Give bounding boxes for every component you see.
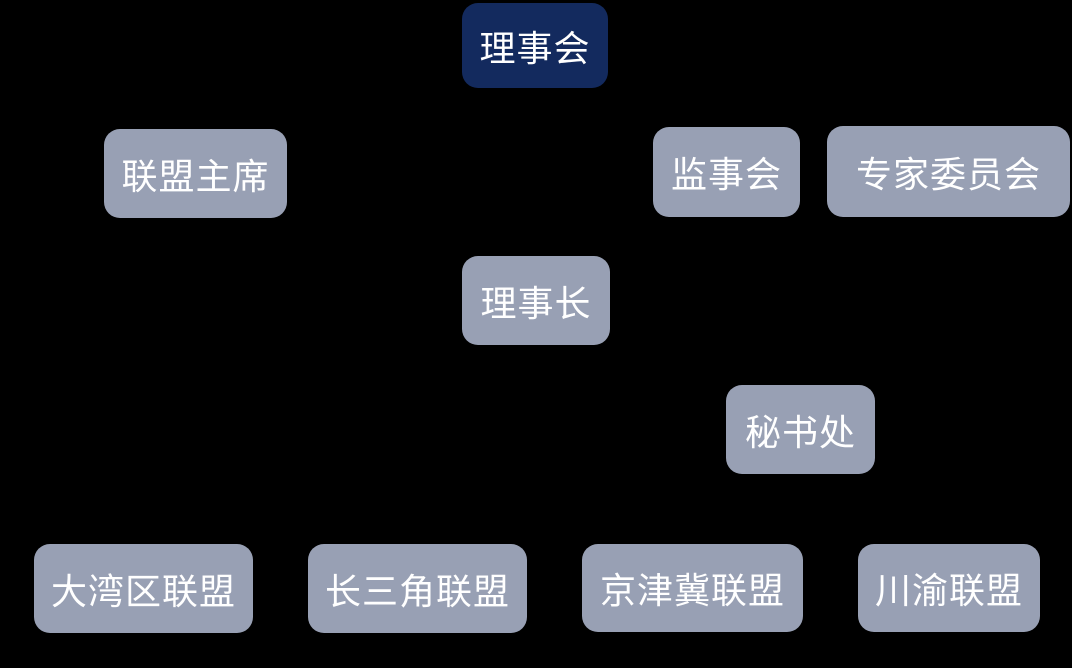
org-node-label: 理事会	[479, 27, 591, 69]
org-node-alliance-chairman: 联盟主席	[104, 129, 287, 218]
org-node-supervisory-board: 监事会	[653, 127, 800, 217]
org-node-board: 理事会	[462, 3, 608, 88]
org-node-greater-bay-area-alliance: 大湾区联盟	[34, 544, 253, 633]
org-node-label: 理事长	[480, 282, 592, 324]
org-node-beijing-tianjin-hebei-alliance: 京津冀联盟	[582, 544, 803, 632]
org-node-secretariat: 秘书处	[726, 385, 875, 474]
org-node-expert-committee: 专家委员会	[827, 126, 1070, 217]
org-node-label: 专家委员会	[855, 153, 1041, 195]
org-node-label: 京津冀联盟	[599, 570, 785, 611]
org-node-sichuan-chongqing-alliance: 川渝联盟	[858, 544, 1040, 632]
org-node-label: 联盟主席	[121, 155, 270, 197]
org-node-label: 监事会	[670, 154, 782, 195]
org-node-label: 川渝联盟	[874, 570, 1023, 611]
org-node-label: 秘书处	[744, 411, 856, 453]
org-node-yangtze-river-delta-alliance: 长三角联盟	[308, 544, 527, 633]
org-node-label: 大湾区联盟	[50, 570, 236, 612]
org-node-chairman: 理事长	[462, 256, 610, 345]
org-node-label: 长三角联盟	[324, 570, 510, 612]
